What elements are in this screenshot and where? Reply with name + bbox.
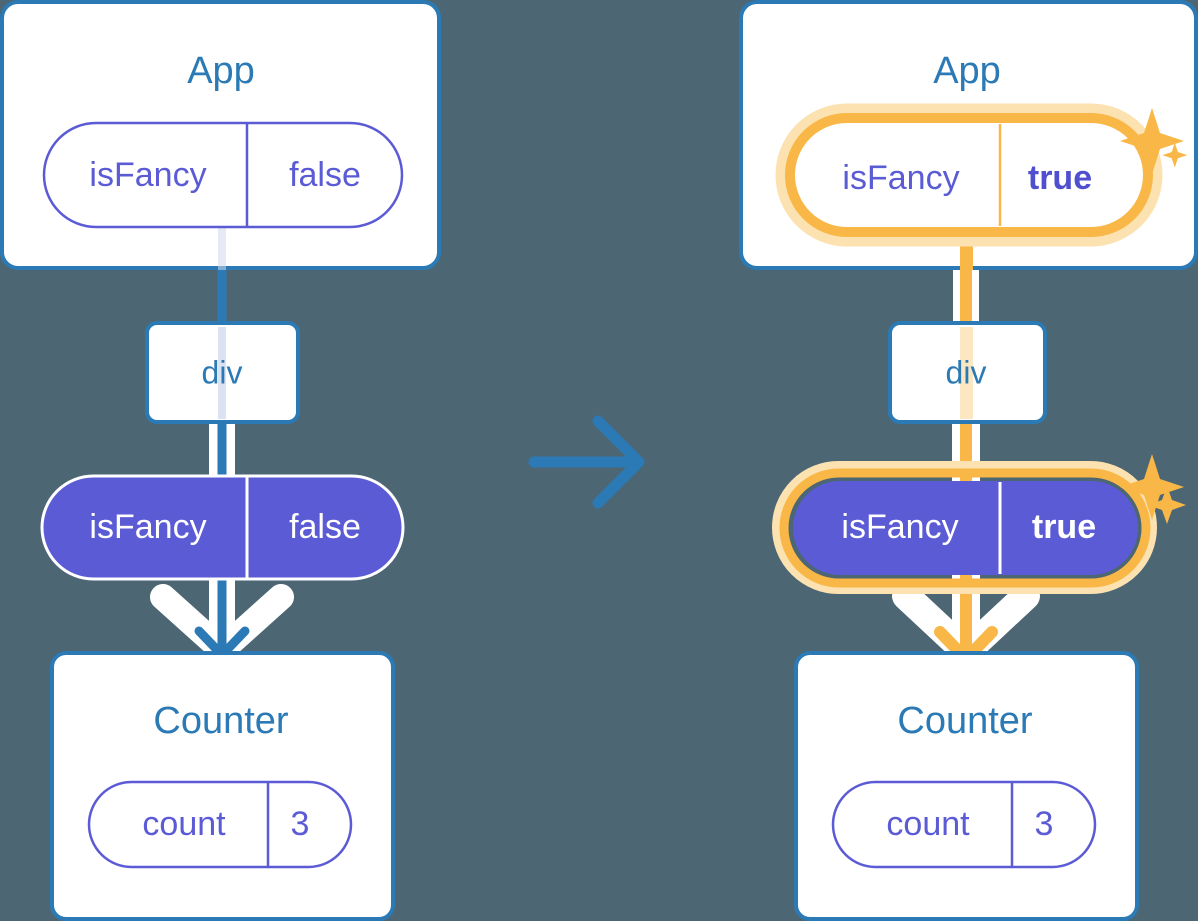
left-prop-pill-value: false	[289, 508, 361, 546]
left-app-pill-shape	[42, 121, 404, 229]
left-prop-pill-name: isFancy	[89, 508, 206, 546]
right-app-pill-name: isFancy	[842, 159, 959, 197]
left-div-line-showthrough	[218, 327, 226, 419]
left-counter-state-pill: count 3	[87, 780, 353, 869]
sparkle-icon-small	[1162, 142, 1188, 168]
left-counter-pill-name: count	[142, 805, 226, 843]
left-counter-pill-value: 3	[291, 805, 310, 843]
left-app-line-showthrough	[218, 228, 226, 270]
sparkle-icon-large-2	[1120, 454, 1184, 520]
sparkle-icon-small-2	[1148, 486, 1186, 524]
right-counter-pill-name: count	[886, 805, 970, 843]
right-prop-pill-value: true	[1032, 508, 1096, 546]
right-counter-pill-shape	[831, 780, 1097, 869]
right-counter-pill-value: 3	[1035, 805, 1054, 843]
left-counter-pill-shape	[87, 780, 353, 869]
left-prop-pill: isFancy false	[40, 474, 405, 581]
left-app-pill-value: false	[289, 156, 361, 194]
right-prop-pill-name: isFancy	[841, 508, 958, 546]
right-prop-pill: isFancy true	[772, 461, 1157, 594]
left-prop-pill-shape	[40, 474, 405, 581]
left-app-pill-name: isFancy	[89, 156, 206, 194]
right-counter-state-pill: count 3	[831, 780, 1097, 869]
right-app-pill-value: true	[1028, 159, 1092, 197]
left-counter-title: Counter	[153, 700, 289, 742]
right-prop-pill-shape	[793, 481, 1138, 575]
left-app-title: App	[187, 50, 255, 92]
right-prop-pill-ring	[779, 468, 1151, 588]
right-app-title: App	[933, 50, 1001, 92]
arrow-right-icon	[528, 415, 645, 509]
right-div-line-showthrough	[960, 327, 973, 419]
right-app-state-pill: isFancy true	[775, 103, 1163, 247]
left-div-label: div	[202, 354, 243, 390]
sparkle-icon-large	[1120, 108, 1184, 174]
right-div-label: div	[946, 354, 987, 390]
left-app-state-pill: isFancy false	[42, 121, 404, 229]
right-app-pill-shape	[785, 113, 1153, 237]
right-counter-title: Counter	[897, 700, 1033, 742]
